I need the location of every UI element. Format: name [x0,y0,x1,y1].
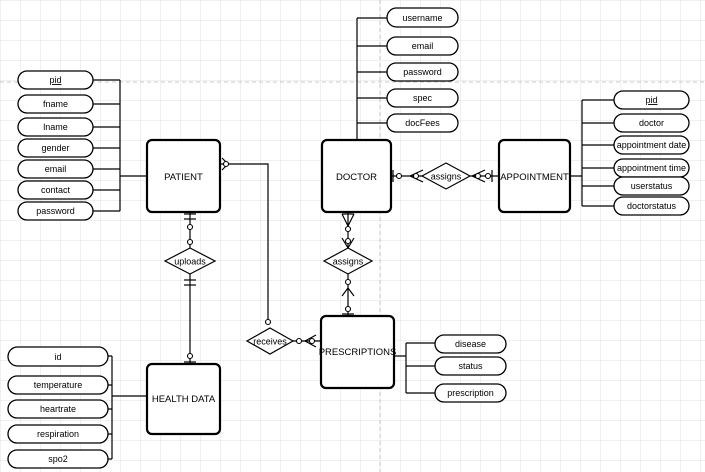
svg-text:email: email [412,41,434,51]
svg-text:assigns: assigns [431,172,462,182]
svg-text:uploads: uploads [174,257,206,267]
attr-appointment-date[interactable]: appointment date [613,135,690,155]
entity-prescriptions[interactable]: PRESCRIPTIONS [319,314,397,390]
health-data-attributes: id temperature heartrate respiration spo… [7,346,109,469]
svg-text:docFees: docFees [405,118,440,128]
svg-text:gender: gender [41,143,69,153]
svg-text:password: password [36,206,75,216]
attr-prescriptions-disease[interactable]: disease [434,334,507,354]
attr-doctor-spec[interactable]: spec [386,88,459,108]
svg-text:appointment date: appointment date [617,140,687,150]
svg-text:respiration: respiration [37,429,79,439]
attr-appointment-doctorstatus[interactable]: doctorstatus [613,196,690,216]
attr-appointment-doctor[interactable]: doctor [613,113,690,133]
attr-patient-contact[interactable]: contact [17,180,94,200]
relationship-assigns-appointment[interactable]: assigns [420,162,472,190]
entity-patient[interactable]: PATIENT [145,138,222,214]
doctor-attributes: username email password spec docFees [386,7,459,133]
svg-text:userstatus: userstatus [631,181,673,191]
entity-doctor-label: DOCTOR [336,172,377,183]
attr-patient-password[interactable]: password [17,201,94,221]
prescriptions-attributes: disease status prescription [434,334,507,403]
attr-health-data-temperature[interactable]: temperature [7,375,109,395]
svg-text:spo2: spo2 [48,454,68,464]
svg-text:status: status [458,361,483,371]
svg-text:doctor: doctor [639,118,664,128]
svg-text:contact: contact [41,185,71,195]
svg-text:doctorstatus: doctorstatus [627,201,677,211]
relationship-uploads[interactable]: uploads [163,247,217,275]
svg-text:pid: pid [49,75,61,85]
entity-appointment[interactable]: APPOINTMENT [497,138,572,214]
attr-health-data-respiration[interactable]: respiration [7,424,109,444]
entity-appointment-label: APPOINTMENT [500,172,569,183]
appointment-attributes: pid doctor appointment date appointment … [613,90,690,216]
attr-appointment-pid[interactable]: pid [613,90,690,110]
cardinality-markers [184,157,493,363]
patient-attributes: pid fname lname gender email contact pas… [17,70,94,221]
attr-health-data-id[interactable]: id [7,346,109,367]
health-data-attribute-links [108,355,147,460]
svg-text:appointment time: appointment time [617,163,686,173]
svg-text:receives: receives [253,337,287,347]
attr-prescriptions-status[interactable]: status [434,356,507,376]
entity-health-data-label: HEALTH DATA [152,394,216,405]
attr-doctor-password[interactable]: password [386,62,459,82]
svg-text:disease: disease [455,339,486,349]
attr-patient-pid[interactable]: pid [17,70,94,90]
svg-text:fname: fname [43,99,68,109]
prescriptions-attribute-links [394,342,435,394]
svg-text:assigns: assigns [333,257,364,267]
attr-patient-fname[interactable]: fname [17,94,94,114]
svg-text:temperature: temperature [34,380,83,390]
relationship-assigns-prescriptions[interactable]: assigns [322,247,374,275]
attr-patient-email[interactable]: email [17,159,94,179]
svg-text:pid: pid [645,95,657,105]
svg-text:password: password [403,67,442,77]
doctor-attribute-links [356,17,387,140]
attr-patient-lname[interactable]: lname [17,117,94,137]
entity-patient-label: PATIENT [164,172,203,183]
patient-attribute-links [93,79,147,212]
svg-text:spec: spec [413,93,433,103]
entity-doctor[interactable]: DOCTOR [320,138,393,214]
attr-health-data-spo2[interactable]: spo2 [7,449,109,469]
attr-appointment-time[interactable]: appointment time [613,158,690,178]
attr-doctor-email[interactable]: email [386,36,459,56]
appointment-attribute-links [570,99,614,207]
attr-patient-gender[interactable]: gender [17,138,94,158]
attr-doctor-docfees[interactable]: docFees [386,113,459,133]
svg-text:id: id [54,352,61,362]
svg-text:email: email [45,164,67,174]
attr-appointment-userstatus[interactable]: userstatus [613,176,690,196]
attr-prescriptions-prescription[interactable]: prescription [434,383,507,403]
attr-health-data-heartrate[interactable]: heartrate [7,399,109,419]
entity-health-data[interactable]: HEALTH DATA [145,362,222,436]
attr-doctor-username[interactable]: username [386,7,459,28]
svg-text:lname: lname [43,122,68,132]
entity-prescriptions-label: PRESCRIPTIONS [319,347,397,358]
relationship-receives[interactable]: receives [245,327,295,355]
svg-text:prescription: prescription [447,388,494,398]
svg-text:heartrate: heartrate [40,404,76,414]
svg-text:username: username [402,13,442,23]
